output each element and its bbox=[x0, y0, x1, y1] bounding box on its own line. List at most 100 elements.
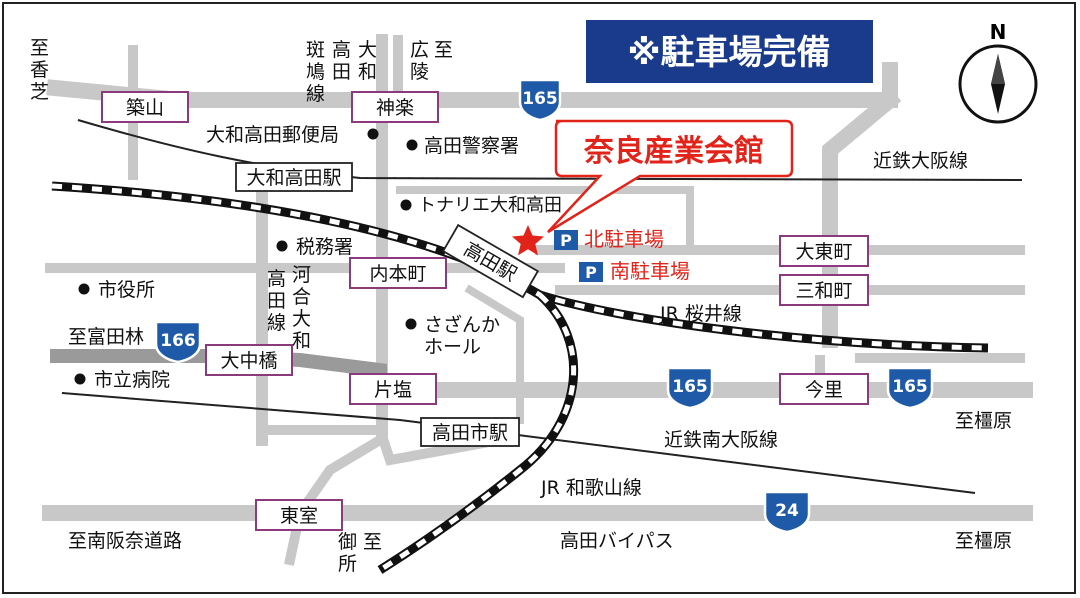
dir-tondabayashi: 至富田林 bbox=[68, 326, 144, 348]
box-imazato: 今里 bbox=[779, 373, 869, 405]
dir-gose: 御 所 至 bbox=[338, 531, 382, 575]
svg-text:165: 165 bbox=[522, 89, 558, 109]
svg-text:内本町: 内本町 bbox=[369, 263, 426, 285]
svg-text:斑: 斑 bbox=[306, 39, 325, 61]
svg-text:河: 河 bbox=[292, 264, 311, 286]
jr-wakayama-line bbox=[377, 291, 579, 574]
poi-tonarie: トナリエ大和高田 bbox=[400, 195, 562, 216]
svg-text:築山: 築山 bbox=[126, 97, 164, 119]
box-onaka: 大中橋 bbox=[205, 344, 293, 376]
svg-text:至: 至 bbox=[434, 39, 453, 61]
label-jr-sakurai: JR 桜井線 bbox=[659, 303, 742, 325]
svg-text:税務署: 税務署 bbox=[296, 236, 353, 258]
svg-text:高田警察署: 高田警察署 bbox=[424, 135, 519, 157]
parking-banner bbox=[586, 20, 873, 83]
parking-north: P 北駐車場 bbox=[554, 227, 664, 251]
poi-sazanka-hall: さざんか ホール bbox=[405, 313, 500, 358]
svg-text:大和高田駅: 大和高田駅 bbox=[246, 167, 341, 189]
route-shield-165-top: 165 bbox=[518, 78, 562, 122]
poi-police: 高田警察署 bbox=[406, 135, 519, 157]
svg-text:大中橋: 大中橋 bbox=[220, 350, 277, 372]
svg-text:ホール: ホール bbox=[424, 336, 481, 358]
jr-sakurai-line bbox=[51, 181, 989, 353]
svg-text:香: 香 bbox=[30, 59, 49, 81]
svg-text:P: P bbox=[585, 263, 597, 282]
svg-text:合: 合 bbox=[292, 286, 311, 308]
station-takada-shi: 高田市駅 bbox=[420, 417, 520, 447]
svg-text:トナリエ大和高田: トナリエ大和高田 bbox=[418, 195, 562, 216]
label-kintetsu-minami-osaka: 近鉄南大阪線 bbox=[664, 429, 778, 451]
svg-text:御: 御 bbox=[338, 531, 357, 553]
svg-text:所: 所 bbox=[338, 553, 357, 575]
dir-takada-top: 高 田 bbox=[332, 39, 351, 83]
svg-text:P: P bbox=[560, 231, 572, 250]
svg-text:東室: 東室 bbox=[280, 505, 318, 527]
dir-hanakuji: 斑 鳩 線 bbox=[306, 39, 325, 105]
box-uchimoto: 内本町 bbox=[349, 257, 447, 289]
svg-text:166: 166 bbox=[160, 331, 196, 351]
svg-text:和: 和 bbox=[292, 330, 311, 352]
dir-minami-hanna: 至南阪奈道路 bbox=[68, 530, 182, 552]
svg-text:さざんか: さざんか bbox=[424, 313, 500, 336]
dir-kashihara-mid: 至橿原 bbox=[955, 410, 1012, 432]
box-sanwa: 三和町 bbox=[779, 274, 869, 306]
svg-text:神楽: 神楽 bbox=[376, 97, 414, 119]
dir-yamato-col: 大 和 bbox=[358, 39, 377, 83]
label-kintetsu-osaka: 近鉄大阪線 bbox=[873, 150, 968, 172]
venue-star-icon bbox=[512, 225, 544, 256]
svg-text:南駐車場: 南駐車場 bbox=[610, 259, 690, 283]
svg-text:N: N bbox=[990, 20, 1007, 44]
svg-text:陵: 陵 bbox=[410, 61, 429, 83]
venue-callout: 奈良産業会館 bbox=[547, 119, 794, 234]
route-shield-165-right: 165 bbox=[886, 366, 934, 410]
svg-text:大: 大 bbox=[292, 308, 311, 330]
svg-text:線: 線 bbox=[306, 83, 325, 105]
svg-text:165: 165 bbox=[672, 377, 708, 397]
svg-text:市立病院: 市立病院 bbox=[94, 369, 170, 391]
svg-text:市役所: 市役所 bbox=[98, 279, 155, 301]
svg-text:線: 線 bbox=[267, 312, 286, 334]
poi-hospital: 市立病院 bbox=[74, 369, 170, 391]
svg-text:田: 田 bbox=[332, 61, 351, 83]
svg-text:和: 和 bbox=[358, 61, 377, 83]
svg-text:三和町: 三和町 bbox=[795, 280, 852, 302]
svg-text:至: 至 bbox=[363, 531, 382, 553]
svg-text:片塩: 片塩 bbox=[374, 379, 412, 401]
compass-icon: N bbox=[958, 20, 1038, 124]
svg-text:24: 24 bbox=[775, 501, 799, 521]
kintetsu-minami-osaka-line bbox=[61, 392, 976, 494]
box-tsukiyama: 築山 bbox=[101, 91, 189, 123]
svg-text:広: 広 bbox=[410, 39, 429, 61]
svg-text:高田市駅: 高田市駅 bbox=[432, 422, 508, 444]
poi-yamato-post: 大和高田郵便局 bbox=[206, 124, 379, 146]
poi-tax: 税務署 bbox=[276, 236, 353, 258]
station-yamato-takada: 大和高田駅 bbox=[235, 162, 353, 192]
dir-kashiba: 至 香 芝 bbox=[30, 37, 49, 103]
dir-kawai: 高 田 線 河 合 大 和 bbox=[267, 264, 311, 352]
svg-text:北駐車場: 北駐車場 bbox=[584, 227, 664, 251]
svg-text:至: 至 bbox=[30, 37, 49, 59]
box-katashio: 片塩 bbox=[349, 373, 437, 405]
svg-text:大和高田郵便局: 大和高田郵便局 bbox=[206, 124, 339, 146]
svg-text:高: 高 bbox=[332, 39, 351, 61]
route-shield-24: 24 bbox=[763, 490, 811, 534]
svg-text:165: 165 bbox=[892, 377, 928, 397]
label-jr-wakayama: JR 和歌山線 bbox=[540, 477, 642, 499]
svg-text:芝: 芝 bbox=[30, 81, 49, 103]
dir-koryo: 広 陵 至 bbox=[410, 39, 453, 83]
label-takada-bypass: 高田バイパス bbox=[560, 530, 674, 552]
svg-text:田: 田 bbox=[267, 290, 286, 312]
box-higashimuro: 東室 bbox=[255, 499, 343, 531]
svg-text:高: 高 bbox=[267, 268, 286, 290]
dir-kashihara-bottom: 至橿原 bbox=[955, 530, 1012, 552]
route-shield-166: 166 bbox=[154, 320, 202, 364]
venue-name: 奈良産業会館 bbox=[583, 134, 764, 169]
svg-text:鳩: 鳩 bbox=[306, 61, 325, 83]
svg-text:今里: 今里 bbox=[805, 379, 843, 401]
svg-text:大: 大 bbox=[358, 39, 377, 61]
parking-banner-text: ※駐車場完備 bbox=[627, 33, 830, 73]
svg-text:大東町: 大東町 bbox=[795, 241, 852, 263]
parking-south: P 南駐車場 bbox=[579, 259, 690, 283]
box-kagura: 神楽 bbox=[351, 91, 439, 123]
